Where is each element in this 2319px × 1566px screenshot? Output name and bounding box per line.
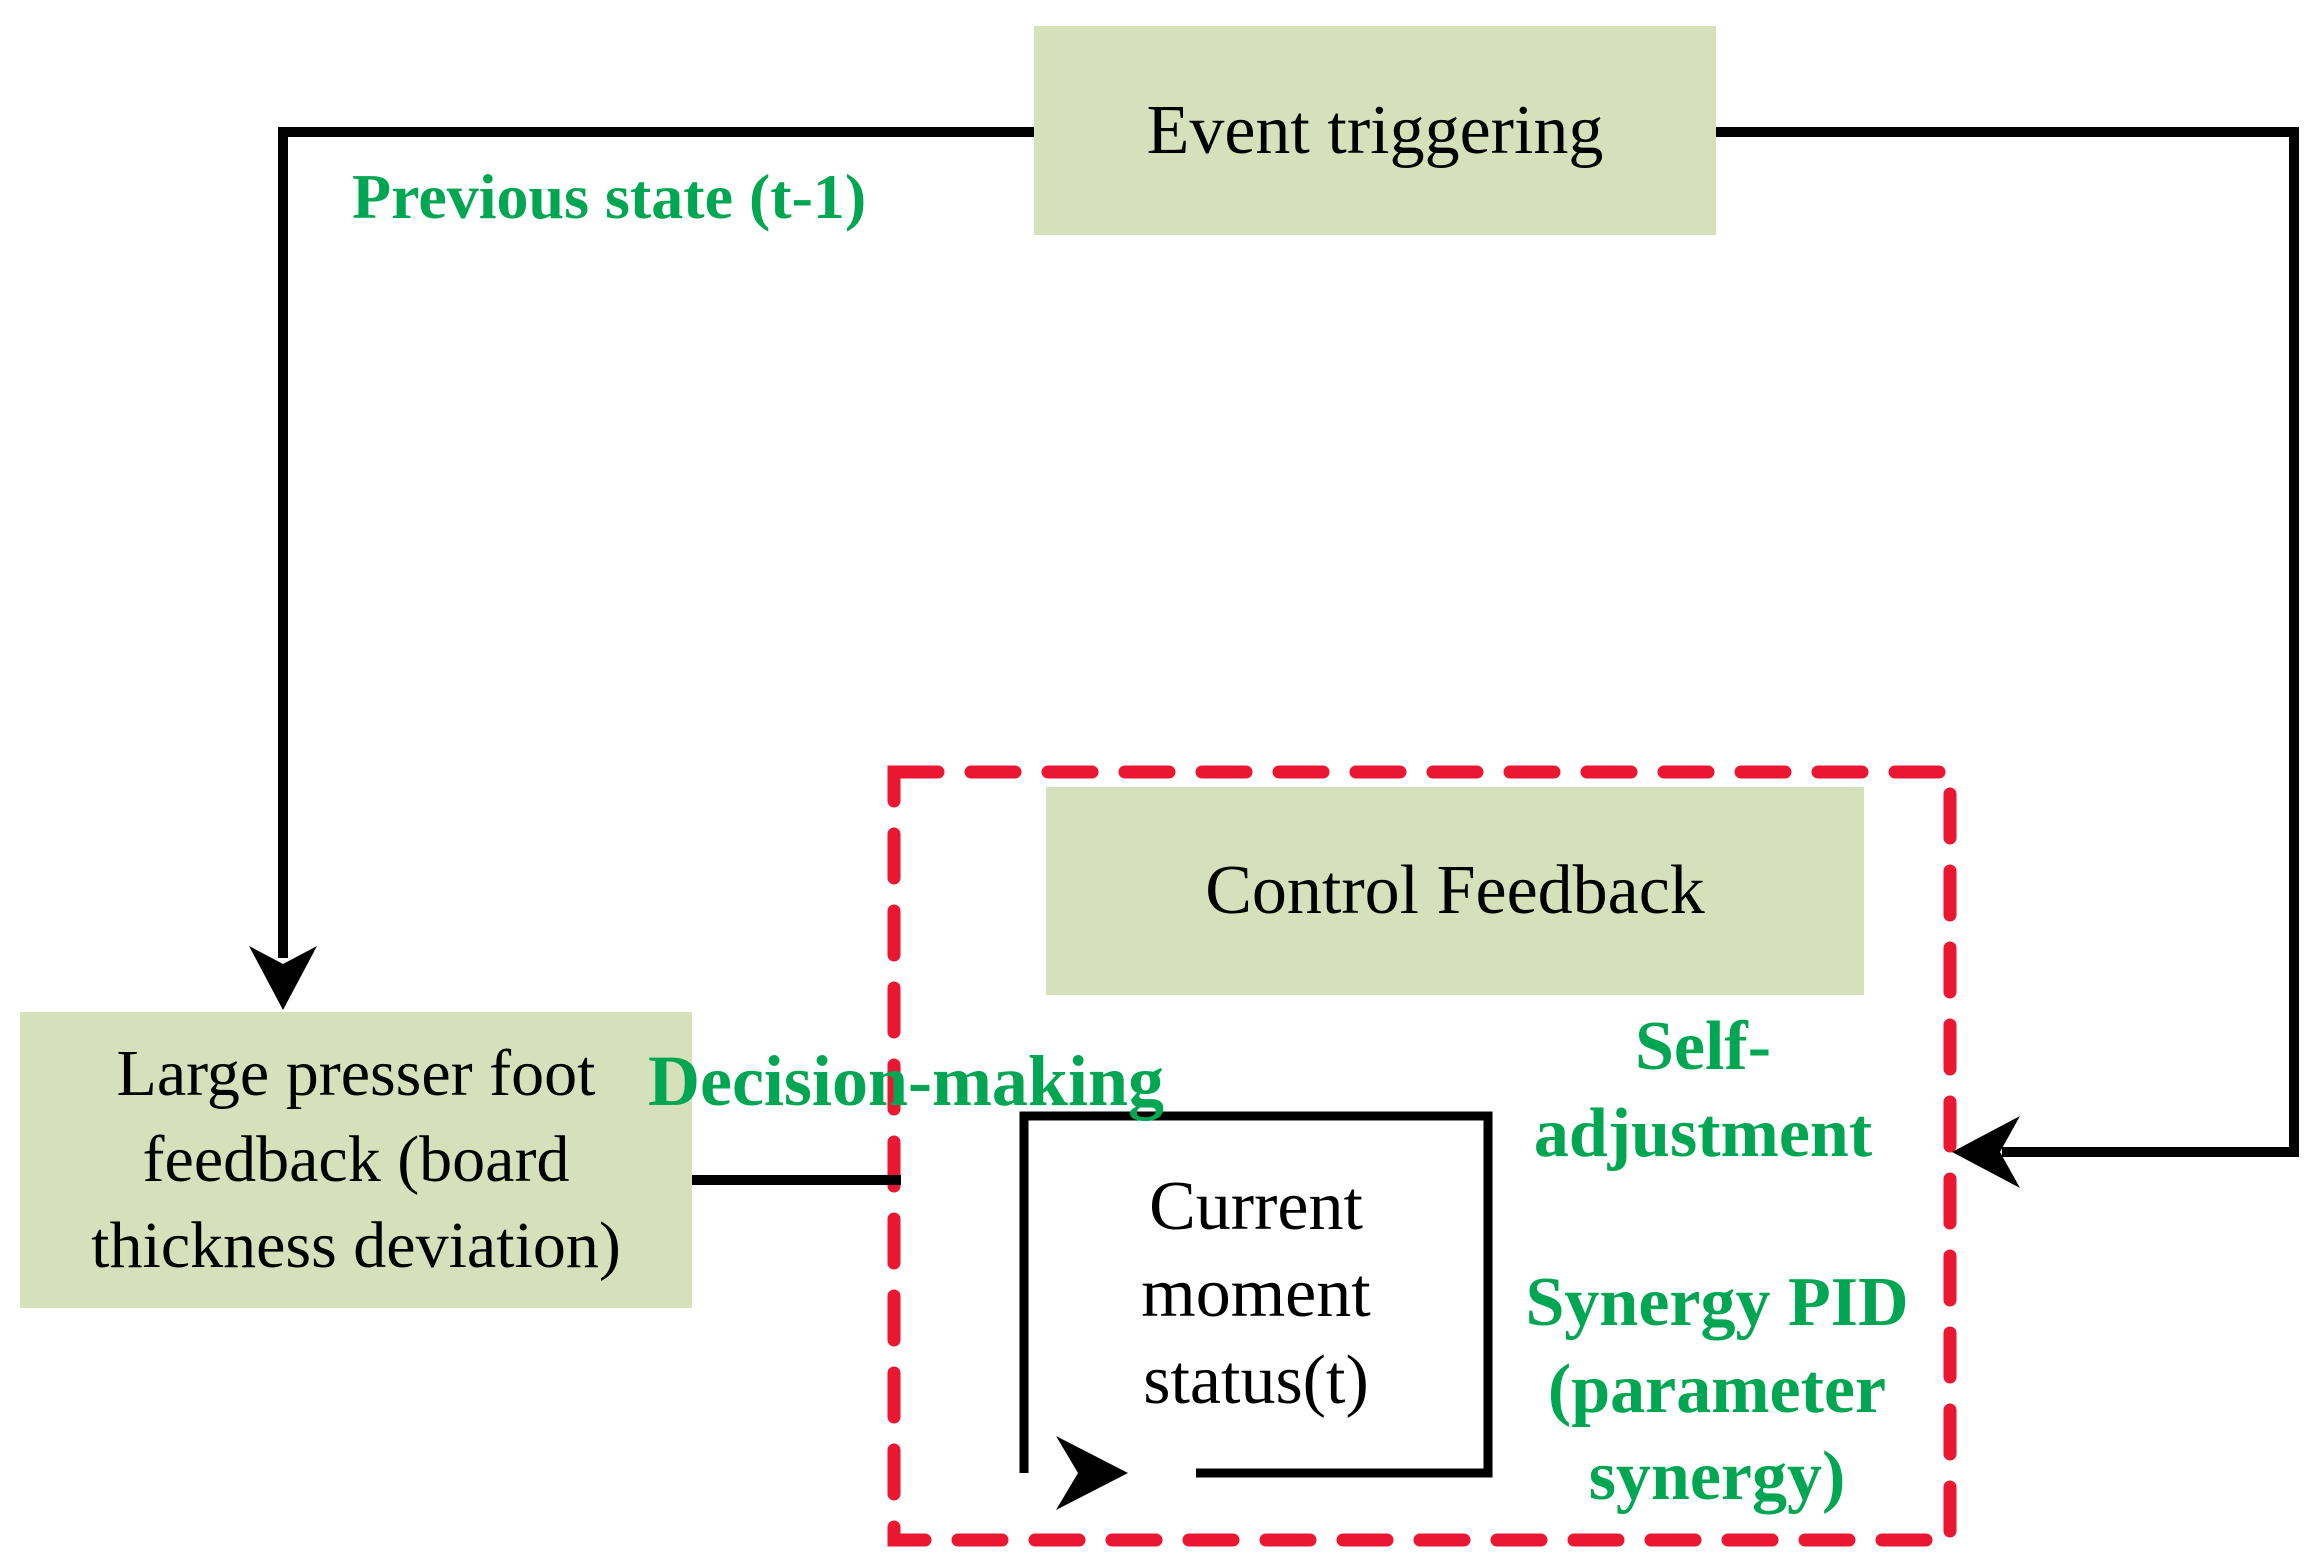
control-feedback-label: Control Feedback <box>1205 852 1705 930</box>
self-adjustment-label: Self- adjustment <box>1468 1004 1938 1178</box>
self-adjustment-line1: Self- <box>1634 1008 1772 1085</box>
self-adjustment-line2: adjustment <box>1533 1094 1873 1172</box>
current-status-loop-arrowhead <box>1056 1436 1128 1510</box>
node-current-moment-status: Current moment status(t) <box>1024 1116 1488 1473</box>
large-presser-foot-label: Large presser foot feedback (board thick… <box>91 1031 621 1288</box>
synergy-pid-line3: synergy) <box>1588 1437 1846 1515</box>
previous-state-connector-line <box>278 127 1034 958</box>
current-status-box-outline <box>1019 1111 1493 1478</box>
node-event-triggering: Event triggering <box>1034 26 1716 235</box>
previous-state-label: Previous state (t-1) <box>352 161 867 232</box>
previous-state-arrowhead <box>249 946 317 1010</box>
large-presser-foot-line3: thickness deviation) <box>91 1208 621 1282</box>
synergy-pid-line1: Synergy PID <box>1525 1264 1909 1341</box>
decision-making-label: Decision-making <box>648 1041 1165 1121</box>
large-presser-foot-line1: Large presser foot <box>116 1037 596 1111</box>
synergy-dashed-boundary <box>887 765 1957 1547</box>
current-moment-line2: moment <box>1141 1255 1371 1333</box>
self-adjustment-connector-line <box>1716 127 2299 1157</box>
node-control-feedback: Control Feedback <box>1046 787 1864 995</box>
current-moment-line1: Current <box>1149 1168 1363 1246</box>
synergy-pid-line2: (parameter <box>1547 1350 1887 1428</box>
current-moment-line3: status(t) <box>1143 1341 1369 1419</box>
synergy-pid-label: Synergy PID (parameter synergy) <box>1482 1260 1952 1520</box>
node-large-presser-foot: Large presser foot feedback (board thick… <box>20 1012 692 1308</box>
self-adjustment-arrowhead <box>1952 1116 2020 1188</box>
event-triggering-label: Event triggering <box>1146 91 1604 169</box>
large-presser-foot-line2: feedback (board <box>142 1123 570 1197</box>
